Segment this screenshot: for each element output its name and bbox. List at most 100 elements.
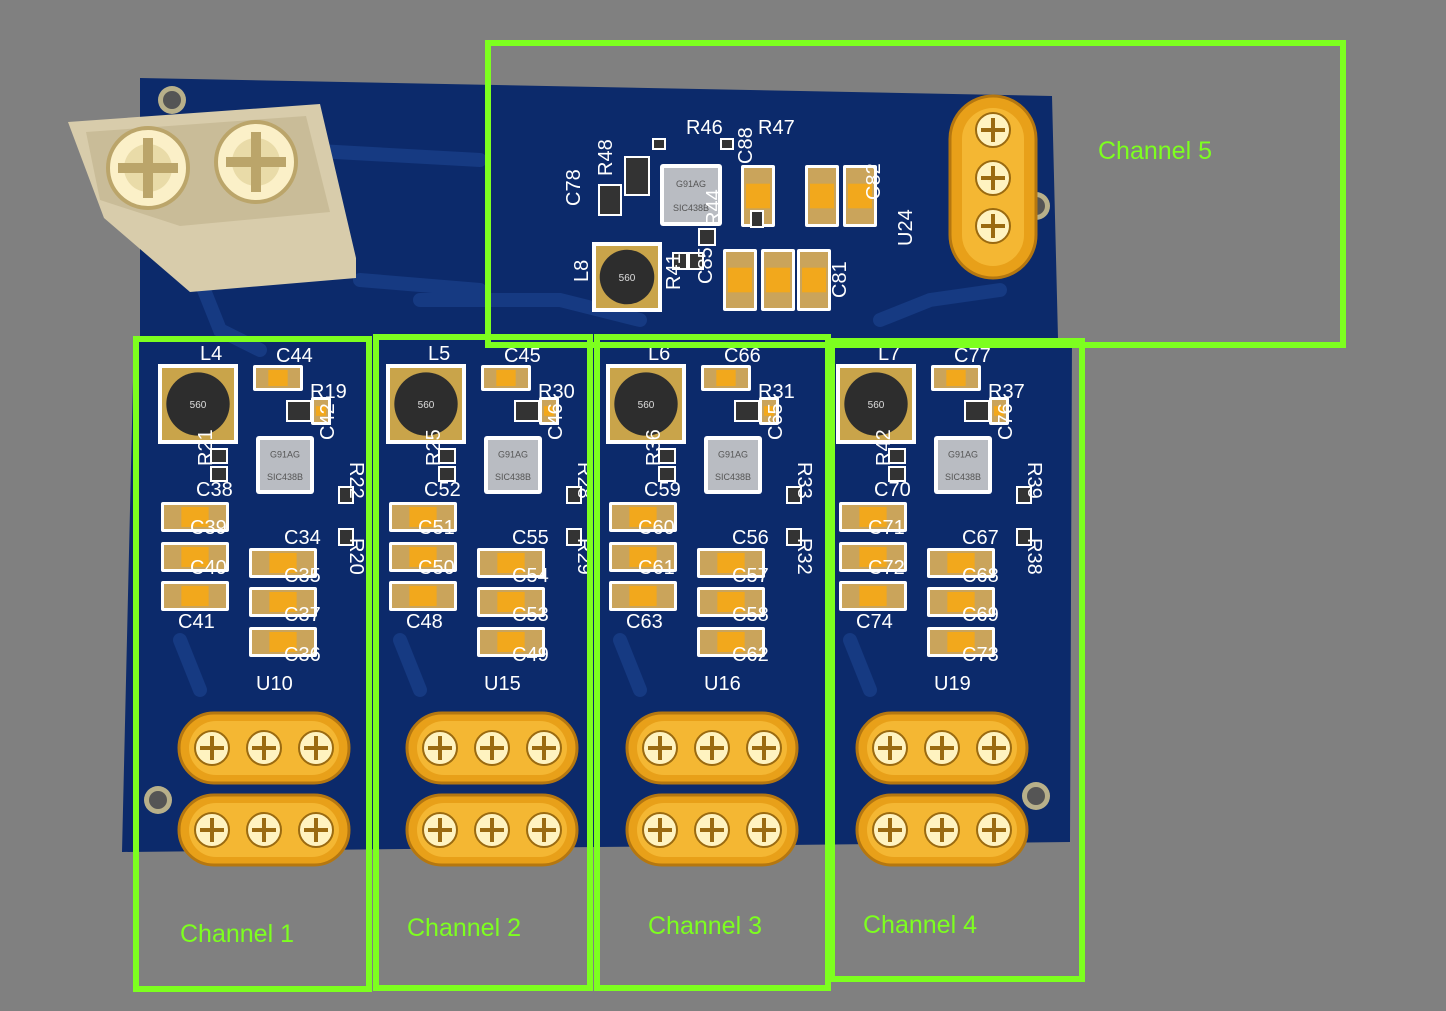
resistor xyxy=(964,400,990,422)
resistor-body xyxy=(654,140,664,148)
capacitor-body xyxy=(810,183,834,209)
capacitor xyxy=(839,542,907,572)
resistor xyxy=(1016,528,1032,546)
capacitor xyxy=(931,365,981,391)
capacitor xyxy=(477,587,545,617)
silkscreen-designator: C74 xyxy=(856,611,893,633)
silkscreen-designator: C45 xyxy=(504,345,541,367)
silkscreen-designator: C71 xyxy=(868,517,905,539)
resistor xyxy=(624,156,650,196)
capacitor-body xyxy=(269,553,297,573)
capacitor xyxy=(989,397,1009,425)
resistor-body xyxy=(752,212,762,226)
capacitor-body xyxy=(716,370,736,386)
pin-slot xyxy=(991,166,995,190)
silkscreen-designator: C53 xyxy=(512,604,549,626)
resistor xyxy=(338,528,354,546)
pin-slot xyxy=(210,818,214,842)
silkscreen-designator: C54 xyxy=(512,565,549,587)
silkscreen-designator: C58 xyxy=(732,604,769,626)
ic-marking-top: G91AG xyxy=(718,450,748,460)
silkscreen-designator: C38 xyxy=(196,479,233,501)
ic-marking-top: G91AG xyxy=(498,450,528,460)
capacitor-body xyxy=(269,592,297,612)
silkscreen-designator: C78 xyxy=(563,169,585,206)
silkscreen-designator: C72 xyxy=(868,557,905,579)
trace xyxy=(843,633,877,697)
capacitor-body xyxy=(717,592,745,612)
resistor xyxy=(672,252,688,270)
resistor-body xyxy=(212,450,226,462)
inductor-designator: L5 xyxy=(428,343,450,365)
capacitor xyxy=(805,165,839,227)
xt60-connector xyxy=(625,793,799,867)
silkscreen-designator: C69 xyxy=(962,604,999,626)
capacitor xyxy=(609,542,677,572)
capacitor-body xyxy=(802,267,826,293)
capacitor-body xyxy=(946,370,966,386)
capacitor xyxy=(927,548,995,578)
pin-slot xyxy=(991,118,995,142)
pin-slot xyxy=(210,736,214,760)
mounting-hole-inner xyxy=(1027,787,1045,805)
resistor xyxy=(286,400,312,422)
silkscreen-designator: C63 xyxy=(626,611,663,633)
silkscreen-designator: U24 xyxy=(895,209,917,246)
resistor xyxy=(658,448,676,464)
pin-slot xyxy=(438,818,442,842)
ic-body xyxy=(260,440,310,490)
trace xyxy=(393,633,427,697)
silkscreen-designator: C55 xyxy=(512,527,549,549)
resistor-body xyxy=(788,488,800,502)
capacitor xyxy=(253,365,303,391)
capacitor-body xyxy=(629,586,657,606)
resistor-body xyxy=(626,158,648,194)
capacitor-body xyxy=(764,406,774,416)
capacitor xyxy=(249,587,317,617)
channel-3-label: Channel 3 xyxy=(648,912,762,940)
resistor xyxy=(438,448,456,464)
resistor xyxy=(338,486,354,504)
pin-slot xyxy=(262,818,266,842)
resistor xyxy=(566,528,582,546)
inductor: 560 xyxy=(386,364,466,444)
channel-2-box xyxy=(373,334,593,991)
resistor xyxy=(750,210,764,228)
capacitor-body xyxy=(316,406,326,416)
resistor xyxy=(786,486,802,504)
capacitor xyxy=(723,249,757,311)
silkscreen-designator: R32 xyxy=(793,538,815,575)
pin-slot xyxy=(262,736,266,760)
capacitor xyxy=(839,581,907,611)
pin-slot xyxy=(710,818,714,842)
silkscreen-designator: C60 xyxy=(638,517,675,539)
resistor-body xyxy=(516,402,538,420)
silkscreen-designator: C65 xyxy=(765,403,787,440)
resistor-body xyxy=(288,402,310,420)
silkscreen-designator: C73 xyxy=(962,644,999,666)
capacitor xyxy=(797,249,831,311)
inductor-marking: 560 xyxy=(868,400,885,411)
pin-slot xyxy=(490,818,494,842)
capacitor xyxy=(481,365,531,391)
capacitor xyxy=(311,397,331,425)
silkscreen-designator: R47 xyxy=(758,117,795,139)
xt60-connector xyxy=(855,793,1029,867)
xt60-connector xyxy=(177,711,351,785)
capacitor xyxy=(697,587,765,617)
inductor: 560 xyxy=(606,364,686,444)
silkscreen-designator: C57 xyxy=(732,565,769,587)
connector-pin-slot xyxy=(251,132,261,192)
capacitor xyxy=(609,581,677,611)
silkscreen-designator: U10 xyxy=(256,673,293,695)
silkscreen-designator: C59 xyxy=(644,479,681,501)
resistor-body xyxy=(660,450,674,462)
connector-pin-slot xyxy=(143,138,153,198)
capacitor-body xyxy=(409,547,437,567)
capacitor xyxy=(927,627,995,657)
silkscreen-designator: C62 xyxy=(732,644,769,666)
ic-body xyxy=(708,440,758,490)
